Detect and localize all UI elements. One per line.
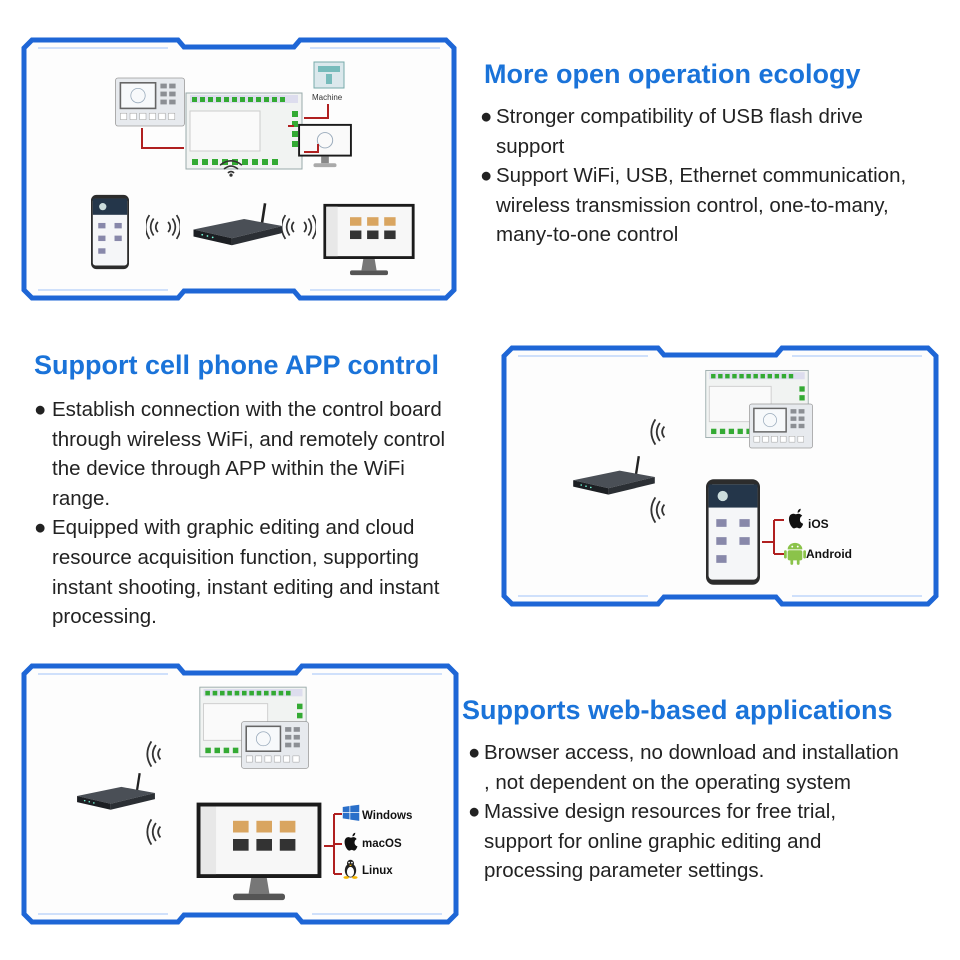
bullet-line: Massive design resources for free trial, (484, 800, 837, 824)
section2-title: Support cell phone APP control (34, 350, 440, 380)
bullet-line: processing parameter settings. (484, 859, 765, 883)
illustration-frame-2: iOS Android (498, 342, 942, 610)
control-panel-icon (114, 77, 186, 127)
bullet-marker: ● (480, 164, 493, 188)
bullet-line: support for online graphic editing and (484, 829, 822, 853)
windows-label: Windows (362, 810, 412, 822)
section1-title: More open operation ecology (484, 59, 861, 89)
bullet-item: ● Support WiFi, USB, Ethernet communicat… (480, 161, 906, 250)
bullet-line: instant shooting, instant editing and in… (52, 575, 440, 599)
bullet-line: Support WiFi, USB, Ethernet communicatio… (496, 164, 907, 188)
bullet-marker: ● (480, 105, 493, 128)
bullet-line: wireless transmission control, one-to-ma… (496, 193, 889, 217)
control-panel-icon (240, 720, 310, 770)
bullet-line: Equipped with graphic editing and cloud (52, 516, 415, 540)
bullet-item: ● Equipped with graphic editing and clou… (34, 513, 445, 631)
bullet-line: many-to-one control (496, 223, 679, 247)
machine-icon (313, 61, 345, 89)
desktop-monitor-icon (196, 802, 322, 901)
frame-border-3 (21, 663, 459, 925)
smartphone-icon (91, 194, 129, 270)
bullet-line: resource acquisition function, supportin… (52, 545, 419, 569)
section2-bullets: ● Establish connection with the control … (34, 395, 445, 632)
bullet-item: ● Establish connection with the control … (34, 395, 445, 513)
router-icon (571, 454, 657, 496)
section3-title: Supports web-based applications (462, 695, 893, 725)
section1-illustration: Machine (91, 61, 415, 276)
bullet-line: support (496, 134, 565, 158)
bullet-line: range. (52, 486, 111, 510)
wave-icon (282, 214, 316, 240)
bullet-line: the device through APP within the WiFi (52, 457, 405, 481)
bullet-marker: ● (34, 398, 47, 421)
wave-icon (146, 740, 162, 768)
linux-icon (343, 859, 358, 879)
linux-label: Linux (362, 865, 393, 877)
bullet-line: , not dependent on the operating system (484, 770, 851, 794)
bullet-item: ● Browser access, no download and instal… (468, 738, 899, 797)
wave-icon (146, 214, 180, 240)
android-label: Android (806, 547, 852, 561)
apple-icon (344, 832, 358, 851)
bullet-marker: ● (34, 516, 47, 540)
router-icon (75, 771, 157, 812)
wave-icon (146, 818, 162, 846)
bullet-line: processing. (52, 605, 157, 629)
bullet-marker: ● (468, 741, 481, 764)
pc-monitor-icon (297, 123, 353, 168)
control-panel-icon (748, 403, 814, 449)
router-icon (192, 201, 284, 247)
section3-illustration: Windows macOS Linux (75, 686, 412, 901)
machine-label: Machine (312, 93, 343, 102)
smartphone-icon (706, 479, 760, 585)
illustration-frame-3: Windows macOS Linux (18, 660, 462, 928)
ios-label: iOS (808, 517, 829, 531)
bullet-line: through wireless WiFi, and remotely cont… (52, 427, 446, 451)
control-board-icon (185, 92, 303, 170)
desktop-monitor-icon (323, 203, 415, 276)
section1-bullets: ● Stronger compatibility of USB flash dr… (480, 102, 906, 250)
apple-icon (788, 508, 804, 529)
bullet-line: Establish connection with the control bo… (52, 398, 442, 421)
bullet-item: ● Stronger compatibility of USB flash dr… (480, 102, 906, 161)
bullet-line: Stronger compatibility of USB flash driv… (496, 105, 863, 128)
bullet-item: ● Massive design resources for free tria… (468, 797, 899, 886)
windows-icon (342, 804, 360, 821)
wave-icon (650, 418, 666, 446)
macos-label: macOS (362, 838, 402, 850)
bullet-line: Browser access, no download and installa… (484, 741, 899, 764)
bullet-marker: ● (468, 800, 481, 824)
android-icon (784, 542, 806, 565)
wave-icon (650, 496, 666, 524)
frame-border-2 (501, 345, 939, 607)
illustration-frame-1: Machine (18, 34, 460, 304)
section3-bullets: ● Browser access, no download and instal… (468, 738, 899, 886)
section2-illustration: iOS Android (571, 369, 852, 585)
